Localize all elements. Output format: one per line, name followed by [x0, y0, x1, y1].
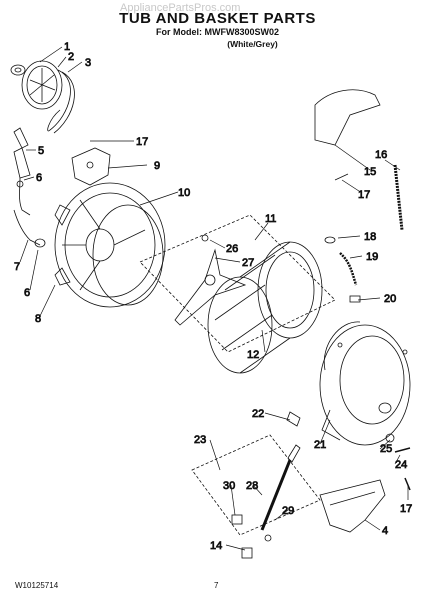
callout-3: 3	[85, 57, 91, 69]
leader-lines	[19, 46, 409, 551]
shock-assembly-box	[191, 434, 321, 559]
callout-17a: 17	[136, 136, 148, 148]
front-tub	[319, 321, 411, 446]
callout-20: 20	[384, 293, 396, 305]
callout-labels: 1 2 3 5 6 7 6 8 17 9 10 11 26 27 12 16 1…	[14, 41, 413, 553]
callout-16: 16	[375, 149, 387, 161]
drain-hose-parts	[13, 127, 46, 248]
callout-27: 27	[242, 257, 254, 269]
document-number: W10125714	[15, 581, 59, 590]
callout-6a: 6	[36, 172, 42, 184]
callout-24: 24	[395, 459, 407, 471]
page-number: 7	[214, 581, 219, 590]
callout-21: 21	[314, 439, 326, 451]
bottom-shield	[319, 479, 386, 533]
callout-17b: 17	[358, 189, 370, 201]
callout-19: 19	[366, 251, 378, 263]
callout-28: 28	[246, 480, 258, 492]
callout-7: 7	[14, 261, 20, 273]
callout-1: 1	[64, 41, 70, 53]
callout-18: 18	[364, 231, 376, 243]
basket-assembly-box	[139, 214, 336, 353]
callout-4: 4	[382, 525, 388, 537]
callout-10: 10	[178, 187, 190, 199]
color-line: (White/Grey)	[227, 39, 278, 49]
callout-17c: 17	[400, 503, 412, 515]
small-hardware	[286, 411, 411, 491]
watermark: AppliancePartsPros.com	[120, 2, 241, 14]
callout-12: 12	[247, 349, 259, 361]
callout-22: 22	[252, 408, 264, 420]
callout-15: 15	[364, 166, 376, 178]
spider-arm	[174, 234, 247, 326]
callout-2: 2	[68, 51, 74, 63]
callout-23: 23	[194, 434, 206, 446]
callout-30: 30	[223, 480, 235, 492]
callout-9: 9	[154, 160, 160, 172]
callout-26: 26	[226, 243, 238, 255]
pulley-belt-assembly	[10, 60, 75, 134]
callout-25: 25	[380, 443, 392, 455]
callout-5: 5	[38, 145, 44, 157]
page-title: TUB AND BASKET PARTS	[119, 10, 316, 27]
basket-drum	[207, 241, 323, 374]
callout-14: 14	[210, 540, 222, 552]
rear-tub	[54, 147, 166, 308]
model-line: For Model: MWFW8300SW02	[155, 27, 279, 37]
callout-11: 11	[265, 213, 276, 225]
callout-6b: 6	[24, 287, 30, 299]
top-right-parts	[314, 89, 404, 303]
callout-29: 29	[282, 505, 294, 517]
callout-8: 8	[35, 313, 41, 325]
